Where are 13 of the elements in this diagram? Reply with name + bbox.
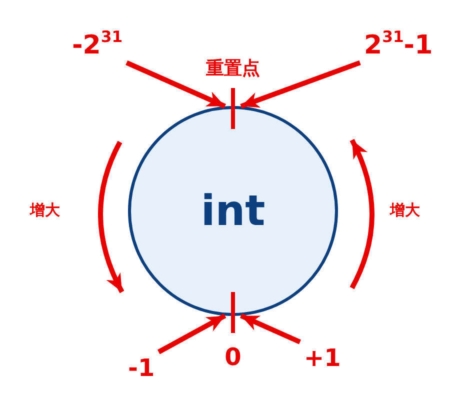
direction-label: 增大 bbox=[30, 203, 60, 218]
value-label: -2$^{31}$ bbox=[72, 30, 123, 59]
value-label: +1 bbox=[304, 346, 341, 370]
value-label: 0 bbox=[224, 345, 242, 369]
direction-label: 增大 bbox=[390, 203, 420, 218]
arrow bbox=[126, 60, 226, 109]
type-label: int bbox=[200, 190, 266, 232]
arrow bbox=[240, 313, 302, 344]
arrow bbox=[240, 60, 361, 109]
value-label: -1 bbox=[128, 356, 155, 380]
value-label: 2$^{31}$-1 bbox=[364, 30, 433, 59]
arrow bbox=[157, 314, 226, 354]
point-label: 重置点 bbox=[206, 60, 260, 78]
